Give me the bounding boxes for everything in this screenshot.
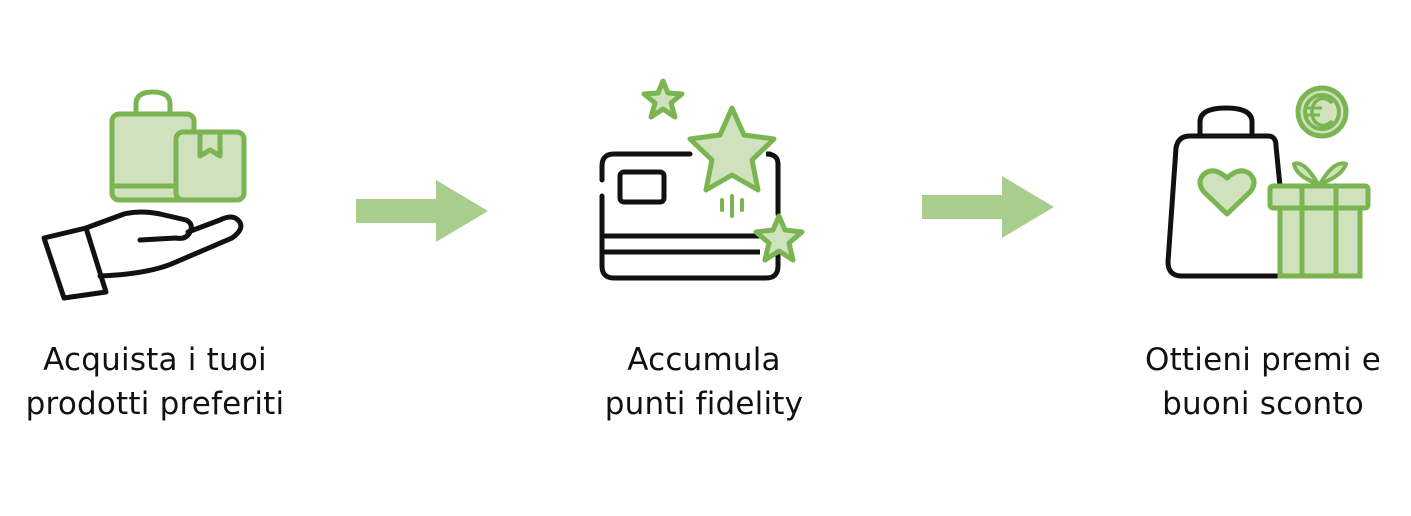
- step-2-caption: Accumula punti fidelity: [549, 338, 859, 426]
- step-2-line2: punti fidelity: [604, 386, 804, 422]
- step-2-line1: Accumula: [627, 342, 781, 378]
- arrow-right-icon: [922, 176, 1054, 238]
- arrow-right-icon: [356, 180, 488, 242]
- step-1-line1: Acquista i tuoi: [43, 342, 267, 378]
- step-1-line2: prodotti preferiti: [25, 386, 285, 422]
- step-1-caption: Acquista i tuoi prodotti preferiti: [0, 338, 310, 426]
- step-3-caption: Ottieni premi e buoni sconto: [1115, 338, 1411, 426]
- step-3-line2: buoni sconto: [1162, 386, 1364, 422]
- step-3-line1: Ottieni premi e: [1144, 342, 1382, 378]
